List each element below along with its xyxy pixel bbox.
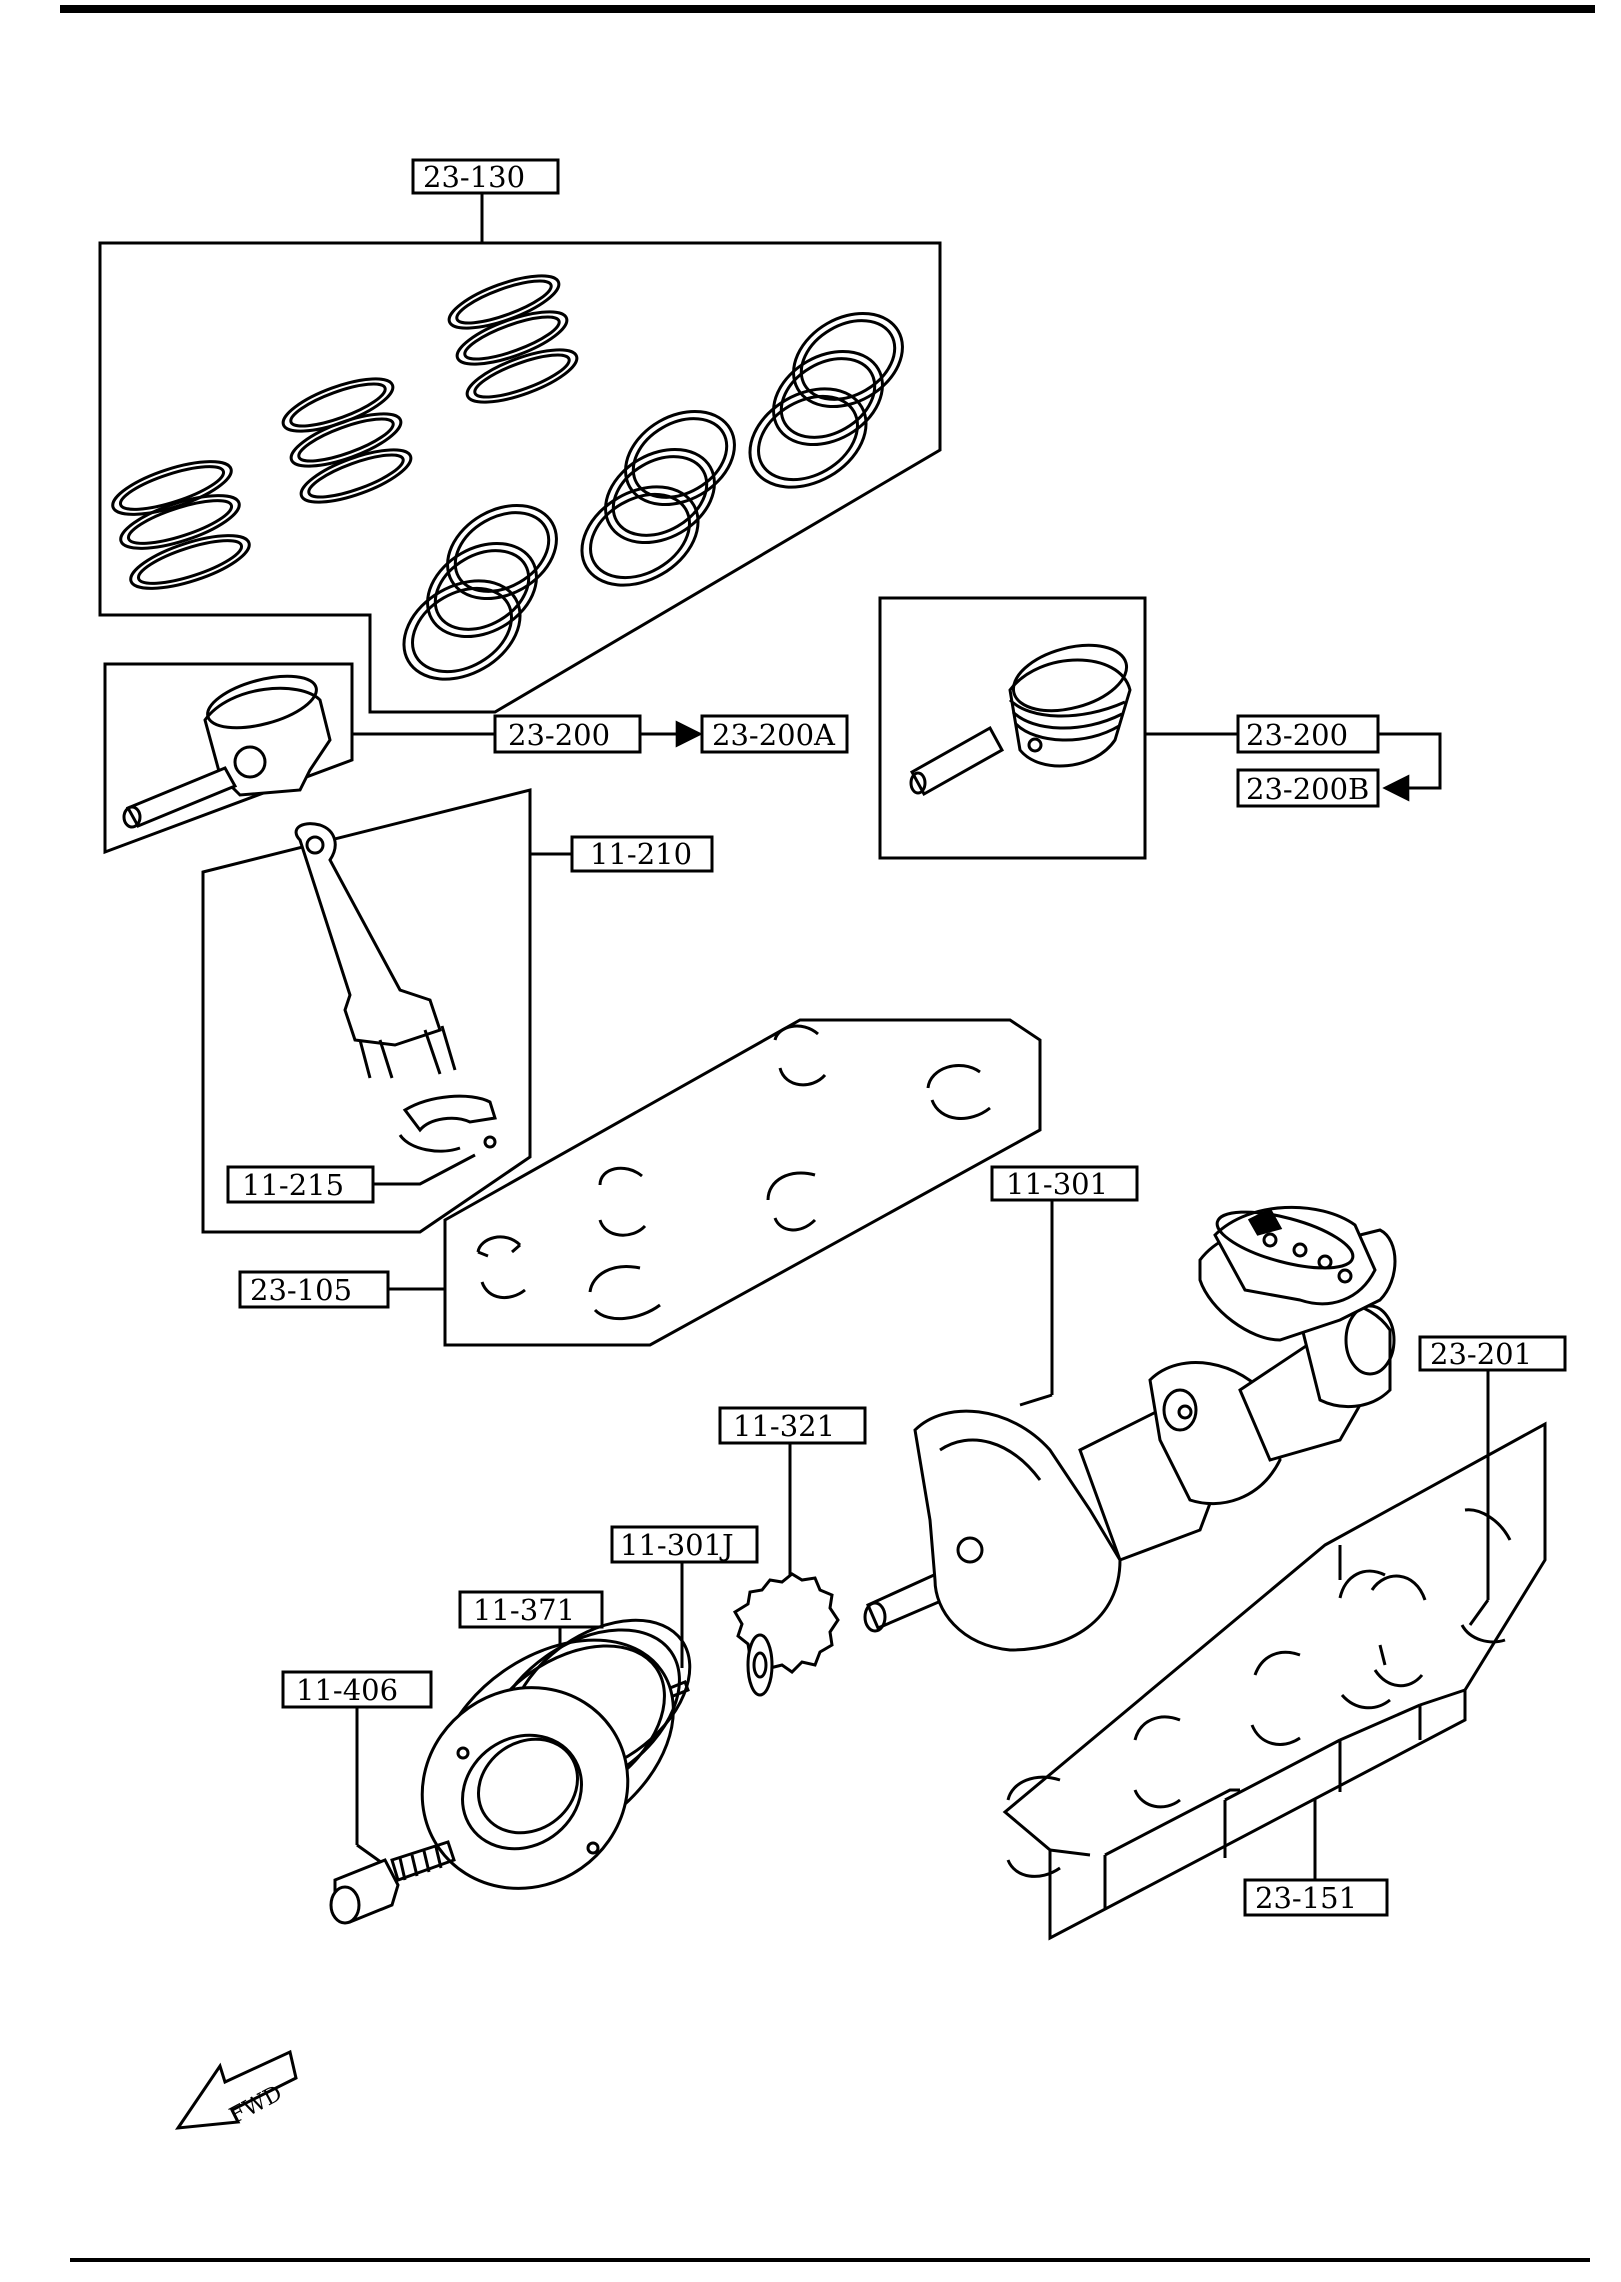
svg-text:23-200: 23-200 — [508, 718, 610, 752]
part-labels: 23-130 23-200 23-200A 23-200 23-200B 11-… — [226, 158, 1567, 1917]
svg-text:11-301: 11-301 — [1006, 1167, 1108, 1201]
piston-right-box — [878, 596, 1147, 860]
label-conrod[interactable]: 11-210 — [570, 835, 714, 873]
crankshaft-group — [863, 1200, 1397, 1652]
label-timing-gear[interactable]: 11-321 — [718, 1406, 867, 1445]
label-piston-right-variant[interactable]: 23-200B — [1236, 768, 1380, 808]
label-main-bearing-set[interactable]: 23-151 — [1243, 1878, 1389, 1917]
svg-text:23-105: 23-105 — [250, 1273, 352, 1307]
main-bearing-set-outline — [1002, 1421, 1547, 1941]
svg-text:11-406: 11-406 — [296, 1673, 398, 1707]
bottom-rule — [70, 2258, 1590, 2262]
label-piston-left[interactable]: 23-200 — [493, 714, 642, 754]
svg-text:23-201: 23-201 — [1430, 1337, 1532, 1371]
svg-text:23-200: 23-200 — [1246, 718, 1348, 752]
main-bearing-group — [1002, 1370, 1547, 1941]
main-bearing-shells — [1006, 1508, 1512, 1878]
fwd-arrow-icon: FWD — [174, 2049, 298, 2130]
svg-text:11-215: 11-215 — [242, 1168, 344, 1202]
svg-text:11-321: 11-321 — [733, 1409, 835, 1443]
label-crankshaft[interactable]: 11-301 — [990, 1165, 1139, 1202]
bolt-group — [329, 1707, 456, 1925]
svg-text:23-200A: 23-200A — [712, 718, 836, 752]
rod-bearing-shells — [476, 1024, 991, 1321]
label-rod-bearing-set[interactable]: 23-105 — [238, 1270, 390, 1309]
timing-gear-group — [732, 1443, 840, 1697]
svg-text:11-301J: 11-301J — [620, 1528, 734, 1562]
piston-right-group — [878, 596, 1442, 860]
label-piston-right[interactable]: 23-200 — [1236, 714, 1380, 754]
piston-left-group — [103, 662, 703, 855]
label-thrust-bearing[interactable]: 23-201 — [1418, 1335, 1567, 1372]
svg-text:23-130: 23-130 — [423, 160, 525, 194]
label-key[interactable]: 11-301J — [610, 1525, 759, 1564]
label-bolt[interactable]: 11-406 — [281, 1670, 433, 1709]
pulley-group — [420, 1618, 692, 1890]
svg-text:11-210: 11-210 — [590, 837, 692, 871]
label-conrod-bearing[interactable]: 11-215 — [226, 1165, 375, 1204]
large-ring-stacks — [402, 311, 904, 681]
svg-text:11-371: 11-371 — [473, 1593, 575, 1627]
label-piston-left-variant[interactable]: 23-200A — [700, 714, 849, 754]
connecting-rod-group — [201, 788, 572, 1234]
label-rings-set[interactable]: 23-130 — [411, 158, 560, 195]
rod-bearing-set-group — [388, 1018, 1042, 1347]
rings-set-outline — [98, 241, 942, 714]
svg-text:23-151: 23-151 — [1255, 1881, 1357, 1915]
piston-rings-group — [98, 193, 942, 714]
thin-ring-stacks — [111, 274, 579, 590]
svg-text:23-200B: 23-200B — [1246, 772, 1369, 806]
piston-left-box — [103, 662, 354, 855]
top-rule — [60, 5, 1595, 13]
rod-bearing-set-box — [443, 1018, 1042, 1347]
label-pulley[interactable]: 11-371 — [458, 1590, 604, 1629]
conrod-box — [201, 788, 532, 1234]
